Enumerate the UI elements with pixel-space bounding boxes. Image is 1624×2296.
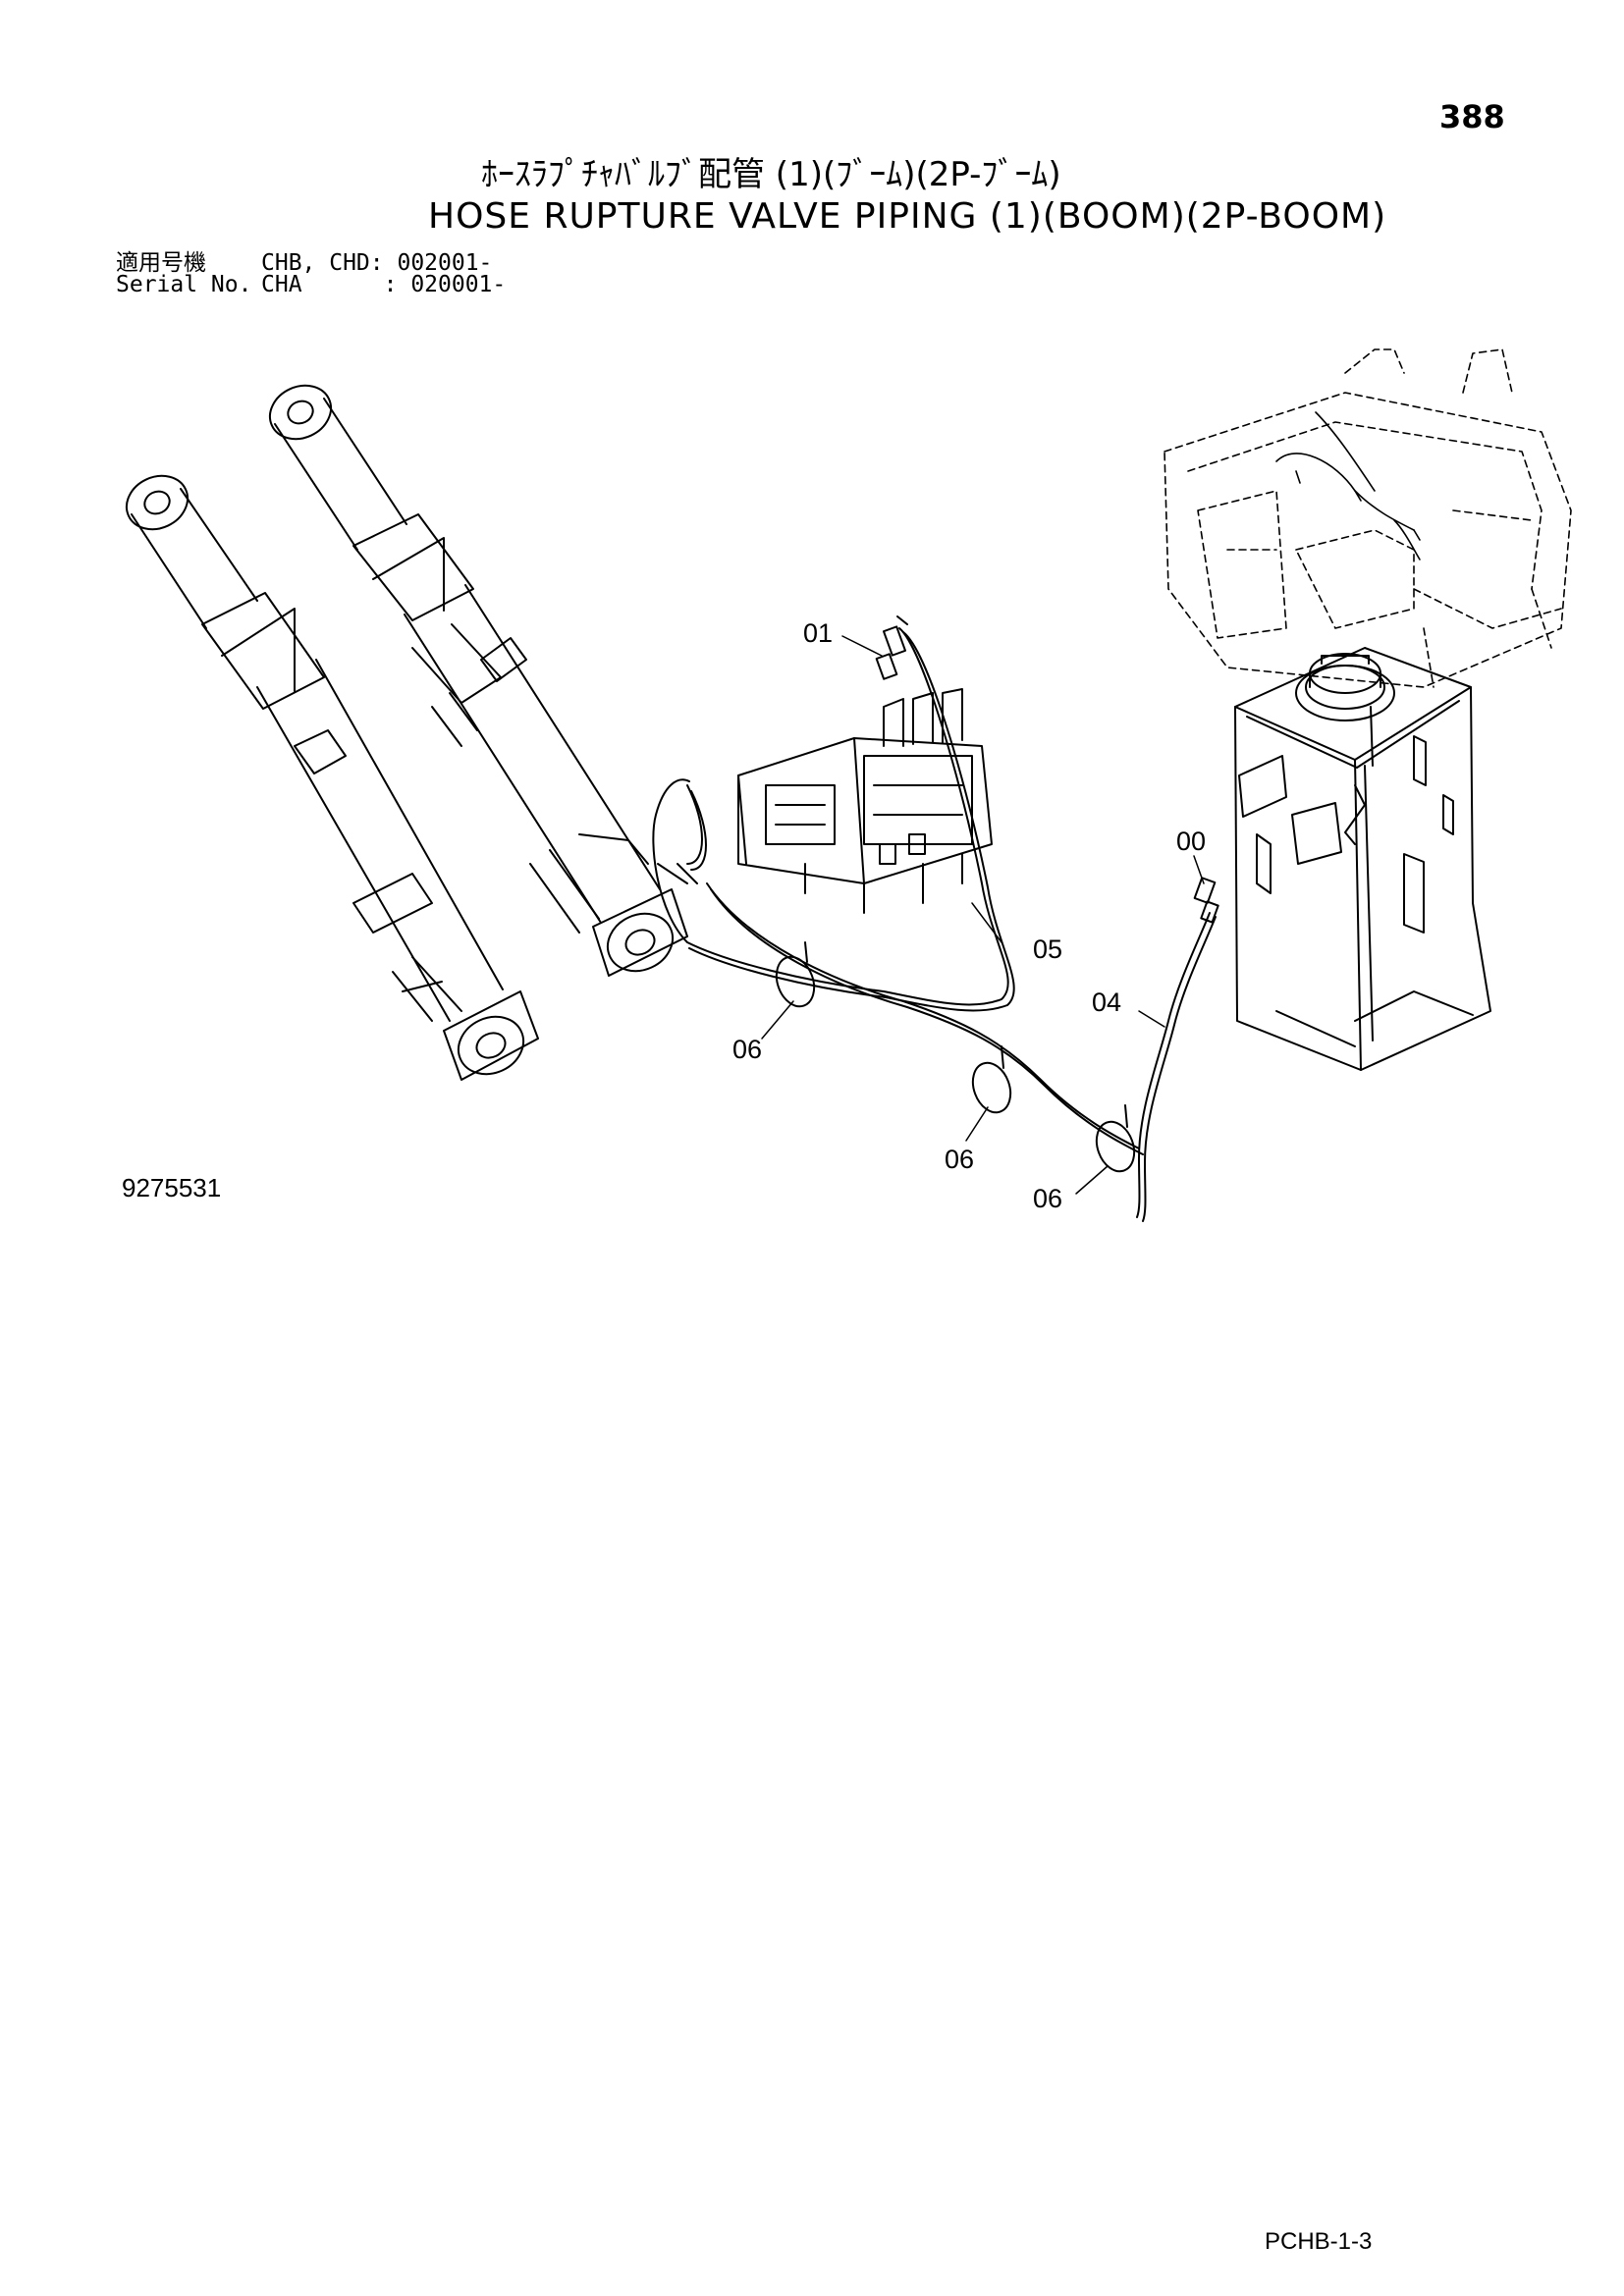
callout-06-c: 06 bbox=[1033, 1184, 1062, 1213]
callout-06-a: 06 bbox=[732, 1035, 762, 1064]
title-japanese: ﾎｰｽﾗﾌﾟﾁｬﾊﾞﾙﾌﾞ配管 (1)(ﾌﾞｰﾑ)(2P-ﾌﾞｰﾑ) bbox=[481, 155, 1061, 194]
boom-cylinder-right bbox=[268, 384, 688, 977]
hose-route bbox=[657, 863, 1144, 1155]
callout-00: 00 bbox=[1176, 827, 1206, 856]
callout-06-b: 06 bbox=[945, 1145, 974, 1174]
applicability-serial-value: CHA : 020001- bbox=[261, 272, 507, 297]
page-number: 388 bbox=[1439, 98, 1505, 135]
applicability-jp-value: CHB, CHD: 002001- bbox=[261, 250, 493, 276]
callout-01: 01 bbox=[803, 618, 833, 648]
page-code: PCHB-1-3 bbox=[1265, 2228, 1373, 2255]
hydraulic-tank bbox=[1234, 647, 1491, 1071]
parts-diagram: 01 00 05 04 06 06 06 bbox=[125, 348, 1572, 1222]
title-english: HOSE RUPTURE VALVE PIPING (1)(BOOM)(2P-B… bbox=[428, 196, 1387, 237]
boom-cylinder-left bbox=[125, 474, 539, 1081]
applicability-serial-label: Serial No. bbox=[116, 272, 252, 297]
machine-harness bbox=[1275, 411, 1421, 561]
drawing-number: 9275531 bbox=[122, 1173, 222, 1202]
control-valve bbox=[737, 688, 993, 914]
clamps-06 bbox=[775, 941, 1136, 1173]
hose-04 bbox=[1136, 877, 1219, 1222]
callout-05: 05 bbox=[1033, 934, 1062, 964]
machine-body-phantom bbox=[1164, 348, 1572, 688]
fitting-01 bbox=[875, 615, 908, 680]
hose-05 bbox=[652, 627, 1015, 1012]
leader-lines bbox=[761, 635, 1205, 1195]
applicability-jp-label: 適用号機 bbox=[116, 250, 206, 276]
callout-04: 04 bbox=[1092, 988, 1121, 1017]
